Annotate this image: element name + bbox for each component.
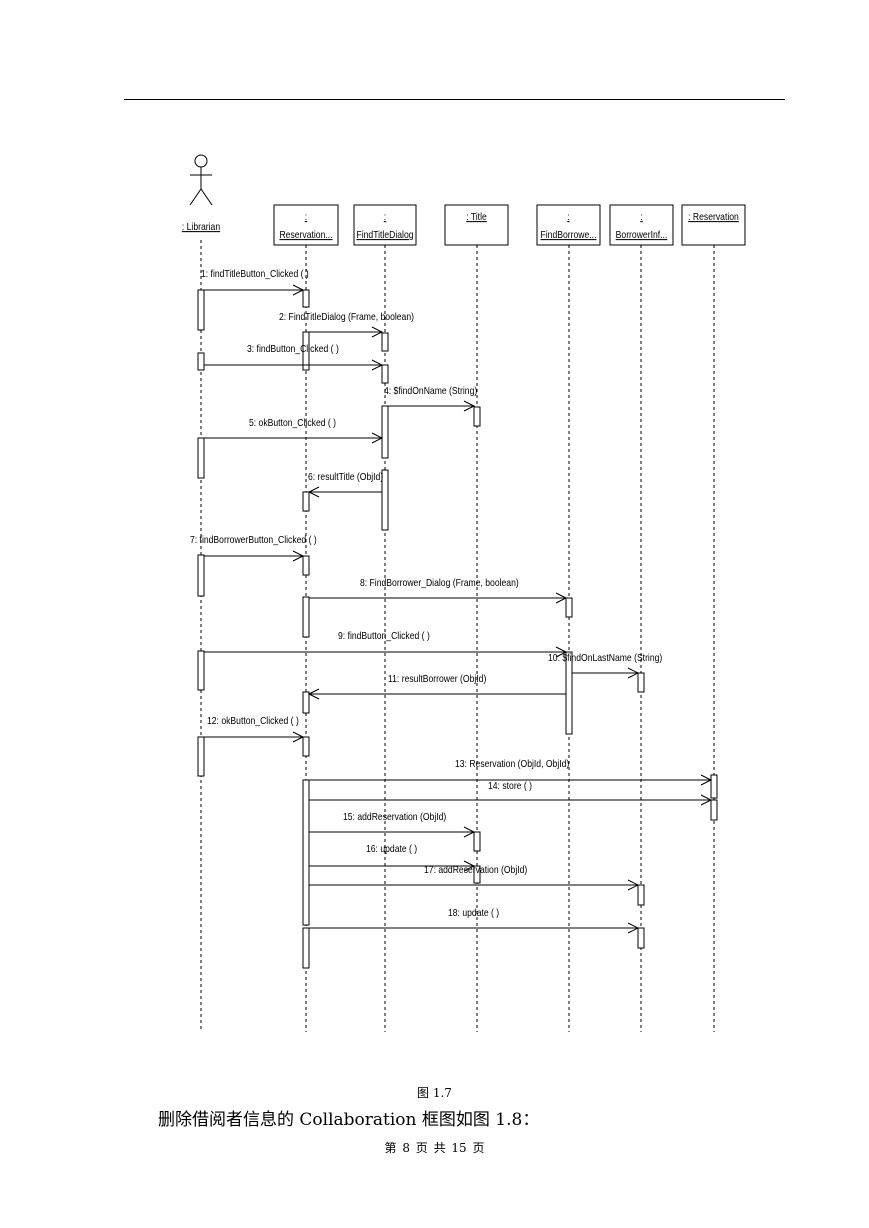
activation-find_title_dialog-15 [381,332,389,352]
activation-borrower_info-24 [637,672,645,693]
object-label-find_title_dialog-line2: FindTitleDialog [356,229,413,241]
message-label-11: 11: resultBorrower (ObjId) [388,673,486,685]
object-label-title: : Title [466,211,487,223]
object-label-find_title_dialog-line1: : [384,211,386,223]
message-label-18: 18: update ( ) [448,907,499,919]
activation-reservation-28 [710,799,718,821]
activation-librarian-5 [197,736,205,777]
activation-reservation-27 [710,774,718,799]
actor-librarian-icon [189,154,213,206]
activation-find_borrower-22 [565,597,573,618]
activation-librarian-4 [197,650,205,691]
message-arrowhead-2 [371,326,384,338]
object-label-borrower_info-line1: : [640,211,642,223]
message-arrowhead-12 [292,731,305,743]
activation-reservation_ui-14 [302,927,310,969]
activation-find_title_dialog-18 [381,469,389,531]
activation-title-20 [473,831,481,852]
activation-reservation_ui-6 [302,289,310,308]
actor-librarian-label: : Librarian [182,221,220,233]
message-arrowhead-13 [700,774,713,786]
message-arrowhead-9 [555,646,568,658]
activation-librarian-2 [197,437,205,479]
activation-reservation_ui-13 [302,779,310,926]
message-label-14: 14: store ( ) [488,780,532,792]
message-arrowhead-14 [700,794,713,806]
activation-librarian-0 [197,289,205,331]
message-arrowhead-3 [371,359,384,371]
message-label-15: 15: addReservation (ObjId) [343,811,446,823]
message-label-6: 6: resultTitle (ObjId) [308,471,383,483]
activation-reservation_ui-12 [302,736,310,757]
object-box-title [444,204,509,246]
message-label-12: 12: okButton_Clicked ( ) [207,715,299,727]
actor-head [194,154,208,168]
message-label-7: 7: findBorrowerButton_Clicked ( ) [190,534,317,546]
message-arrowhead-16 [463,860,476,872]
message-label-3: 3: findButton_Clicked ( ) [247,343,339,355]
object-label-reservation_ui-line2: Reservation... [279,229,332,241]
object-label-reservation_ui-line1: : [305,211,307,223]
message-label-5: 5: okButton_Clicked ( ) [249,417,336,429]
activation-find_borrower-23 [565,651,573,735]
object-label-find_borrower-line1: : [567,211,569,223]
activation-title-21 [473,865,481,884]
message-label-2: 2: FindTitleDialog (Frame, boolean) [279,311,414,323]
message-arrowhead-6 [307,486,320,498]
message-arrowhead-17 [627,879,640,891]
message-label-16: 16: update ( ) [366,843,417,855]
activation-reservation_ui-8 [302,491,310,512]
message-label-17: 17: addReservation (ObjId) [424,864,527,876]
message-label-13: 13: Reservation (ObjId, ObjId) [455,758,569,770]
activation-title-19 [473,406,481,427]
object-box-reservation_ui [273,204,339,246]
activation-find_title_dialog-17 [381,405,389,459]
object-box-find_title_dialog [353,204,417,246]
activation-reservation_ui-10 [302,596,310,638]
activation-borrower_info-25 [637,884,645,906]
message-label-9: 9: findButton_Clicked ( ) [338,630,430,642]
header-rule [124,99,785,100]
actor-leg-right [200,188,213,206]
activation-librarian-1 [197,352,205,371]
message-label-10: 10: $findOnLastName (String) [548,652,662,664]
page-footer: 第 8 页 共 15 页 [384,1141,485,1155]
activation-find_title_dialog-16 [381,364,389,384]
figure-caption: 图 1.7 [417,1086,452,1100]
activation-librarian-3 [197,554,205,597]
message-arrowhead-1 [292,284,305,296]
actor-leg-left [189,188,202,206]
message-arrowhead-10 [627,667,640,679]
message-label-8: 8: FindBorrower_Dialog (Frame, boolean) [360,577,519,589]
message-arrowhead-18 [627,922,640,934]
message-label-1: 1: findTitleButton_Clicked ( ) [201,268,309,280]
object-label-borrower_info-line2: BorrowerInf... [616,229,668,241]
message-arrowhead-11 [307,688,320,700]
activation-reservation_ui-11 [302,691,310,714]
message-label-4: 4: $findOnName (String) [384,385,477,397]
activation-reservation_ui-9 [302,555,310,576]
object-label-reservation: : Reservation [688,211,739,223]
message-arrowhead-15 [463,826,476,838]
message-arrowhead-7 [292,550,305,562]
message-arrowhead-4 [463,400,476,412]
activation-borrower_info-26 [637,927,645,949]
object-label-find_borrower-line2: FindBorrowe... [541,229,597,241]
object-box-reservation [681,204,746,246]
message-arrowhead-5 [371,432,384,444]
activation-reservation_ui-7 [302,331,310,371]
message-arrowhead-8 [555,592,568,604]
body-text: 删除借阅者信息的 Collaboration 框图如图 1.8： [158,1110,540,1130]
